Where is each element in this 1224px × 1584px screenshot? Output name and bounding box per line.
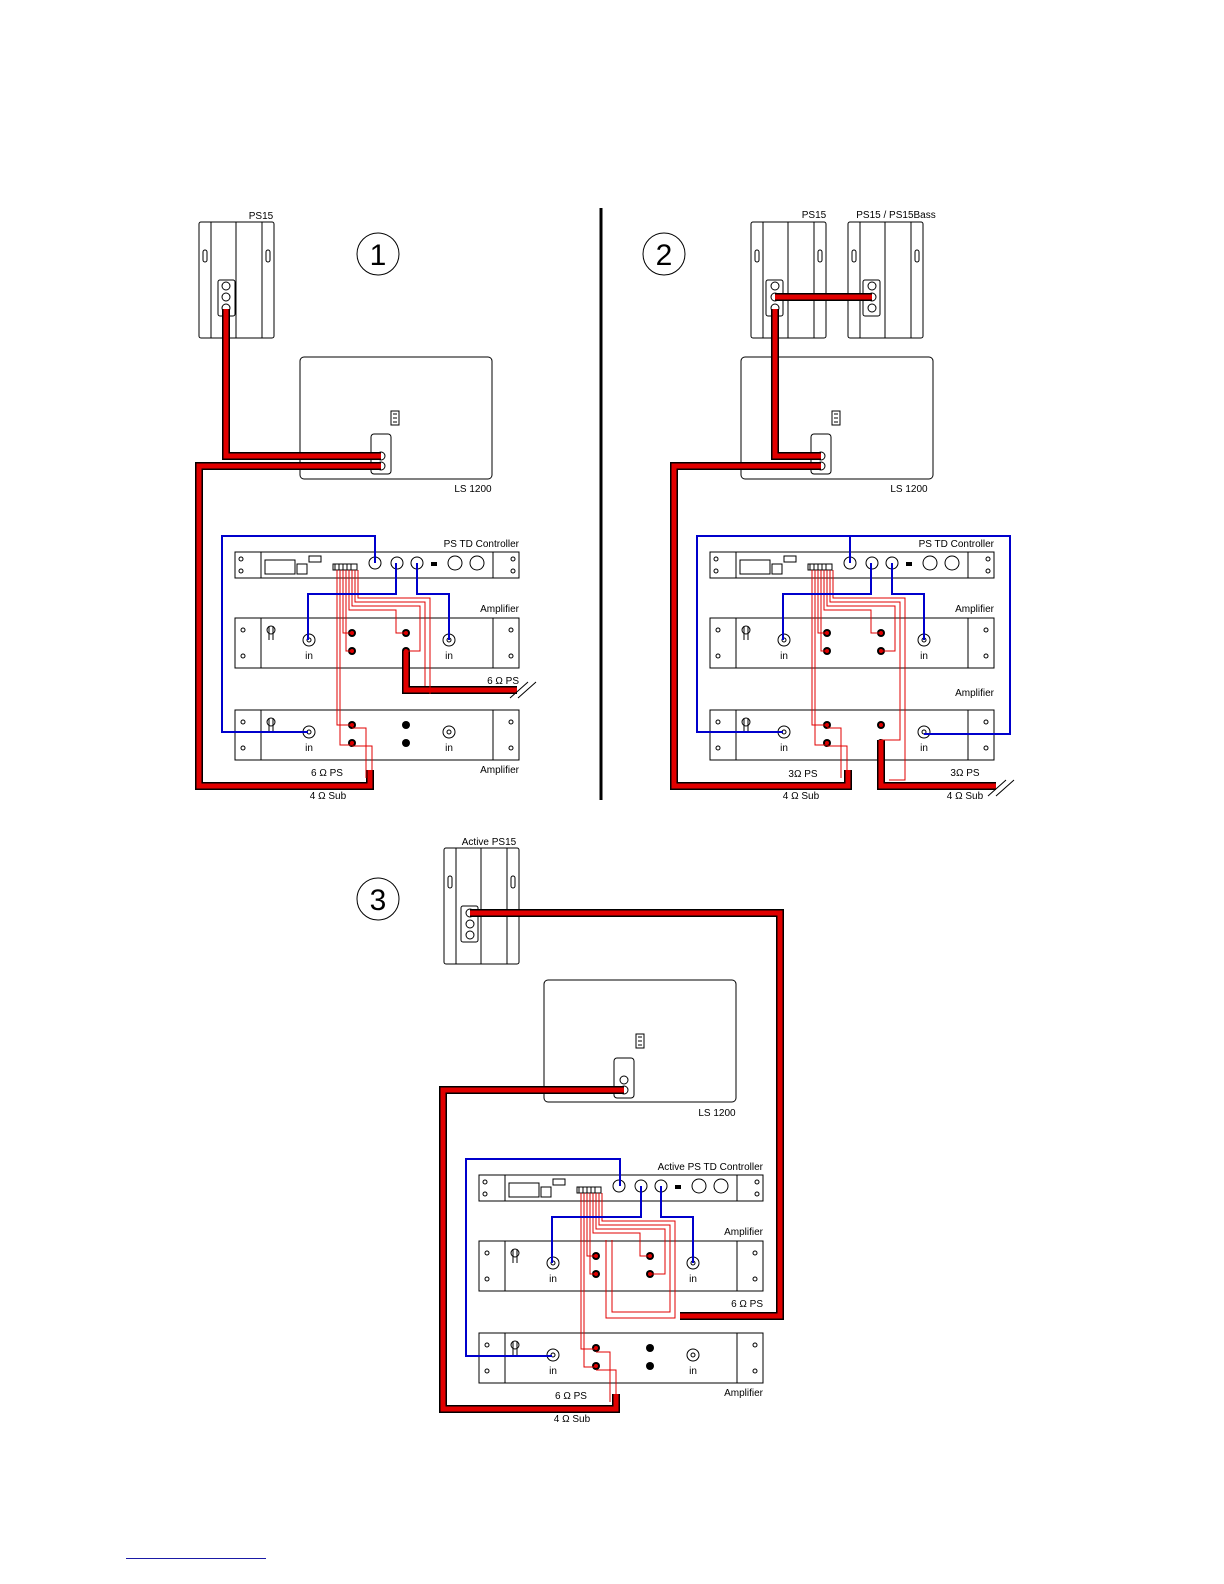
ps-td-controller: PS TD Controller bbox=[235, 539, 520, 578]
load-sub-3: 4 Ω Sub bbox=[554, 1414, 591, 1425]
panel-1-number: 1 bbox=[370, 239, 387, 272]
amp32-in-b: in bbox=[689, 1366, 697, 1377]
amp2-label: Amplifier bbox=[480, 765, 520, 776]
ls1200-speaker: LS 1200 bbox=[300, 357, 492, 495]
ps15-speaker-a: PS15 bbox=[751, 210, 827, 338]
active-ps-td-controller: Active PS TD Controller bbox=[479, 1162, 764, 1201]
amp1-label: Amplifier bbox=[480, 604, 520, 615]
panel-2-number: 2 bbox=[656, 239, 673, 272]
amp2-in-b: in bbox=[445, 743, 453, 754]
amp1-in-a: in bbox=[305, 651, 313, 662]
amp32-in-a: in bbox=[549, 1366, 557, 1377]
panel-3-number: 3 bbox=[370, 884, 387, 917]
amplifier-2-2: in in Amplifier bbox=[710, 688, 995, 760]
amp21-label: Amplifier bbox=[955, 604, 995, 615]
panel-2: 2 PS15 PS15 / PS15Bass bbox=[643, 210, 1014, 802]
active-ps15-label: Active PS15 bbox=[462, 837, 517, 848]
amp22-label: Amplifier bbox=[955, 688, 995, 699]
active-controller-label: Active PS TD Controller bbox=[658, 1162, 764, 1173]
amplifier-2: in in Amplifier bbox=[235, 710, 520, 776]
amplifier-3-1: in in Amplifier bbox=[479, 1227, 764, 1291]
controller-2-label: PS TD Controller bbox=[919, 539, 995, 550]
load-3ohm-a: 3Ω PS bbox=[788, 769, 817, 780]
amplifier-1: in in Amplifier bbox=[235, 604, 520, 668]
amp22-in-a: in bbox=[780, 743, 788, 754]
amp31-in-b: in bbox=[689, 1274, 697, 1285]
amp32-label: Amplifier bbox=[724, 1388, 764, 1399]
amp1-in-b: in bbox=[445, 651, 453, 662]
amp2-in-a: in bbox=[305, 743, 313, 754]
load-6ohm-amp2: 6 Ω PS bbox=[311, 768, 343, 779]
ls1200-2-label: LS 1200 bbox=[890, 484, 928, 495]
amp21-in-a: in bbox=[780, 651, 788, 662]
load-sub-b: 4 Ω Sub bbox=[947, 791, 984, 802]
footer-rule bbox=[126, 1558, 266, 1559]
load-6ohm-amp1: 6 Ω PS bbox=[487, 676, 519, 687]
panel-1: 1 PS15 LS 1200 bbox=[199, 211, 536, 802]
amplifier-3-2: in in Amplifier bbox=[479, 1333, 764, 1399]
amp31-label: Amplifier bbox=[724, 1227, 764, 1238]
ls1200-speaker-3: LS 1200 bbox=[544, 980, 736, 1119]
ls1200-speaker-2: LS 1200 bbox=[741, 357, 933, 495]
amp21-in-b: in bbox=[920, 651, 928, 662]
ls1200-label: LS 1200 bbox=[454, 484, 492, 495]
amp31-in-a: in bbox=[549, 1274, 557, 1285]
amp22-in-b: in bbox=[920, 743, 928, 754]
ps15-a-label: PS15 bbox=[802, 210, 827, 221]
load-6ohm-amp31: 6 Ω PS bbox=[731, 1299, 763, 1310]
ps-td-controller-2: PS TD Controller bbox=[710, 539, 995, 578]
ps15-speaker: PS15 bbox=[199, 211, 274, 338]
active-ps15-speaker: Active PS15 bbox=[444, 837, 519, 964]
load-sub: 4 Ω Sub bbox=[310, 791, 347, 802]
controller-label: PS TD Controller bbox=[444, 539, 520, 550]
ls1200-3-label: LS 1200 bbox=[698, 1108, 736, 1119]
ps15-b-label: PS15 / PS15Bass bbox=[856, 210, 936, 221]
ps15-speaker-b: PS15 / PS15Bass bbox=[848, 210, 936, 338]
amplifier-2-1: in in Amplifier bbox=[710, 604, 995, 668]
load-sub-a: 4 Ω Sub bbox=[783, 791, 820, 802]
ps15-label: PS15 bbox=[249, 211, 274, 222]
load-3ohm-b: 3Ω PS bbox=[950, 768, 979, 779]
load-6ohm-amp32: 6 Ω PS bbox=[555, 1391, 587, 1402]
panel-3: 3 Active PS15 LS 1200 bbox=[357, 837, 780, 1425]
